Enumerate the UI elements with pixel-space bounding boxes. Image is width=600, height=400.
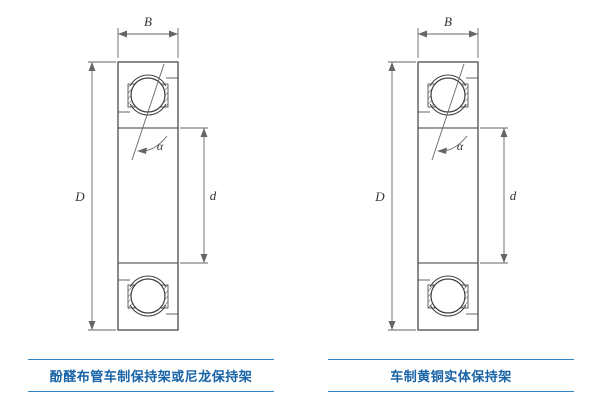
arrowhead: [500, 128, 508, 137]
arrowhead: [200, 128, 208, 137]
bore-diameter-label: d: [210, 188, 217, 203]
outer-diameter-label: D: [374, 189, 385, 204]
caption-right: 车制黄铜实体保持架: [328, 359, 574, 392]
width-label: B: [444, 14, 452, 29]
bearing-panel-left: α B D d 酚醛布管车制保持架或尼龙保持架: [28, 14, 274, 392]
bearing-diagram-right: α B D d: [374, 14, 517, 331]
dimension-d: [480, 127, 508, 264]
arrowhead: [388, 62, 396, 71]
arrowhead: [500, 254, 508, 263]
arrowhead: [437, 147, 447, 154]
arrowhead: [388, 321, 396, 330]
ball-top: [430, 77, 466, 113]
bearing-panel-right: α B D d 车制黄铜实体保持架: [300, 0, 600, 400]
arrowhead: [88, 62, 96, 71]
dimension-D: [88, 61, 116, 331]
arrowhead: [169, 30, 178, 38]
bearing-section: [417, 61, 479, 331]
dimension-D: [388, 61, 416, 331]
bore-diameter-label: d: [510, 188, 517, 203]
arrowhead: [418, 30, 427, 38]
bearing-outline: [117, 61, 179, 331]
caption-left: 酚醛布管车制保持架或尼龙保持架: [28, 359, 274, 392]
contact-angle-label: α: [457, 139, 464, 153]
width-label: B: [144, 14, 152, 29]
dimension-B: [417, 28, 479, 58]
bearing-section: [117, 61, 179, 331]
ball-bottom: [130, 278, 166, 314]
ball-top: [130, 77, 166, 113]
arrowhead: [137, 147, 147, 154]
arrowhead: [88, 321, 96, 330]
ball-bottom: [430, 278, 466, 314]
bearing-diagram-left: α B D d: [74, 14, 217, 331]
dimension-B: [117, 28, 179, 58]
contact-angle-annotation: [131, 63, 168, 161]
contact-angle-annotation: [431, 63, 468, 161]
contact-angle-label: α: [157, 139, 164, 153]
arrowhead: [469, 30, 478, 38]
outer-diameter-label: D: [74, 189, 85, 204]
dimension-d: [180, 127, 208, 264]
bearing-outline: [417, 61, 479, 331]
arrowhead: [118, 30, 127, 38]
arrowhead: [200, 254, 208, 263]
